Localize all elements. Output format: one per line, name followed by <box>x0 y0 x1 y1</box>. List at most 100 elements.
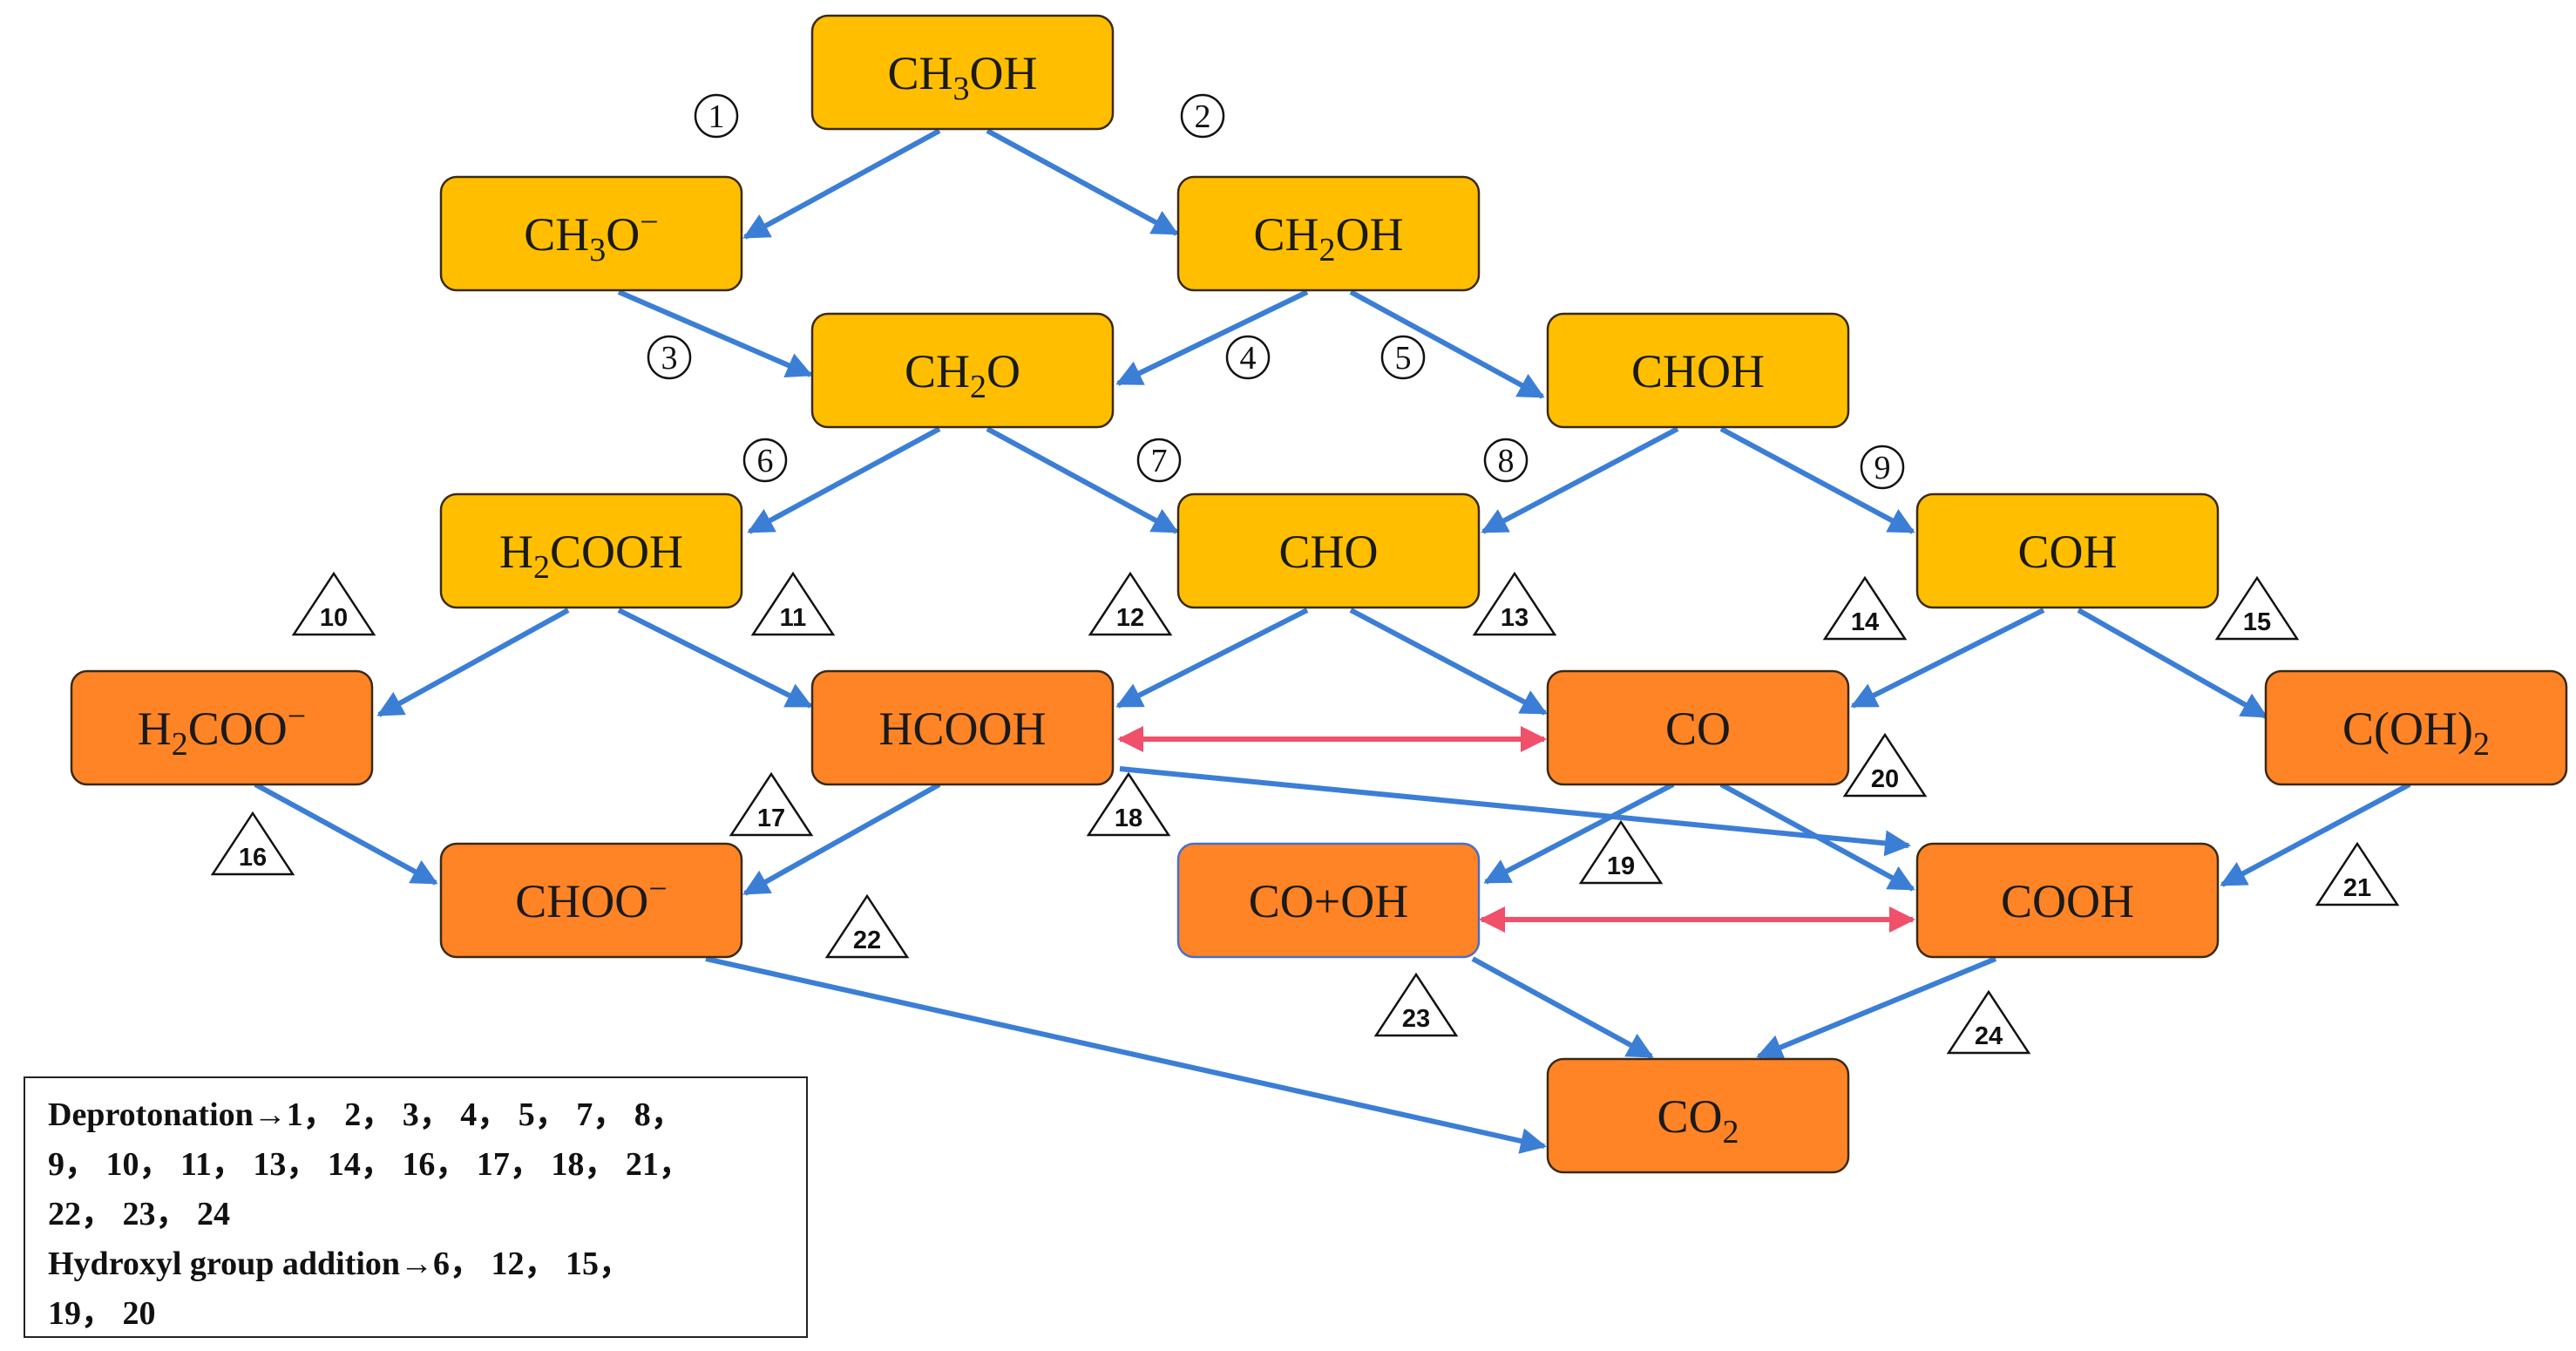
node-choo: CHOO− <box>439 842 743 959</box>
step-triangle-19: 19 <box>1578 819 1664 885</box>
arrow-4 <box>1115 289 1309 386</box>
node-co2: CO2 <box>1546 1057 1850 1174</box>
legend-line-3: 22， 23， 24 <box>48 1196 231 1232</box>
arrow-11 <box>617 608 813 709</box>
step-circle-label: 7 <box>1151 443 1168 479</box>
step-circle-9: 9 <box>1860 445 1905 490</box>
step-circle-label: 5 <box>1395 340 1412 377</box>
node-label: C(OH)2 <box>2342 703 2490 763</box>
arrow-1 <box>742 128 941 240</box>
step-circle-1: 1 <box>694 93 739 139</box>
arrow-16 <box>254 782 438 886</box>
step-triangle-label: 17 <box>757 804 785 832</box>
node-h2cooh: H2COOH <box>439 492 743 609</box>
node-ch2oh: CH2OH <box>1176 175 1481 292</box>
step-triangle-22: 22 <box>824 893 910 959</box>
step-triangle-17: 17 <box>729 771 814 837</box>
arrow-19 <box>1483 782 1675 885</box>
node-ch2o: CH2O <box>810 312 1115 429</box>
node-label: CO2 <box>1657 1090 1739 1151</box>
step-triangle-14: 14 <box>1822 575 1908 641</box>
node-box <box>439 175 743 292</box>
step-circle-6: 6 <box>742 438 788 483</box>
legend-line-2: 9， 10， 11， 13， 14， 16， 17， 18， 21， <box>48 1146 692 1183</box>
arrow-14 <box>1850 608 2045 709</box>
node-ch3o: CH3O− <box>439 175 743 292</box>
step-circle-label: 4 <box>1240 340 1257 377</box>
arrows-layer <box>254 128 2411 1154</box>
arrow-3 <box>617 289 813 378</box>
step-triangle-label: 21 <box>2343 874 2371 902</box>
node-box <box>1915 842 2220 959</box>
arrow-9 <box>1719 426 1915 534</box>
arrow-20 <box>1719 782 1915 892</box>
node-box <box>70 669 374 786</box>
step-triangle-12: 12 <box>1088 571 1173 636</box>
node-label: CH3O− <box>524 204 658 268</box>
legend-box: Deprotonation→1， 2， 3， 4， 5， 7， 8， 9， 10… <box>24 1076 808 1338</box>
step-circle-2: 2 <box>1180 93 1225 139</box>
step-triangle-label: 16 <box>239 844 267 872</box>
arrow-17 <box>742 782 941 896</box>
node-choh: CHOH <box>1546 312 1850 429</box>
step-triangle-label: 19 <box>1607 852 1635 880</box>
node-box <box>439 842 743 959</box>
node-h2coo: H2COO− <box>70 669 374 786</box>
arrow-23 <box>1471 956 1654 1059</box>
node-label: CHOH <box>1631 345 1765 397</box>
node-label: HCOOH <box>878 703 1046 755</box>
step-circle-label: 6 <box>757 443 774 479</box>
node-co: CO <box>1546 669 1850 786</box>
step-triangle-13: 13 <box>1472 571 1557 636</box>
step-triangle-label: 23 <box>1402 1005 1430 1033</box>
step-circle-label: 3 <box>661 340 678 377</box>
arrow-6 <box>747 426 941 534</box>
node-label: CHOO− <box>515 871 667 927</box>
node-ch3oh: CH3OH <box>810 14 1115 131</box>
node-box <box>1176 492 1481 609</box>
step-triangle-label: 12 <box>1116 604 1144 632</box>
legend-line-1: Deprotonation→1， 2， 3， 4， 5， 7， 8， <box>48 1096 684 1133</box>
node-c-oh-2: C(OH)2 <box>2264 669 2568 786</box>
node-label: CH2O <box>905 345 1020 405</box>
arrow-7 <box>986 426 1179 534</box>
node-box <box>2264 669 2568 786</box>
step-triangle-label: 15 <box>2243 608 2271 636</box>
arrow-5 <box>1349 289 1545 399</box>
legend-line-5: 19， 20 <box>48 1295 156 1332</box>
step-triangle-10: 10 <box>291 571 376 636</box>
step-triangle-label: 11 <box>780 604 807 632</box>
step-circle-5: 5 <box>1380 335 1426 380</box>
node-label: H2COO− <box>138 698 306 763</box>
node-box <box>1546 1057 1850 1174</box>
node-label: CH2OH <box>1253 208 1403 268</box>
step-circle-3: 3 <box>647 335 692 380</box>
step-triangle-11: 11 <box>750 571 836 636</box>
step-circle-label: 1 <box>708 98 725 135</box>
node-label: COOH <box>2001 875 2134 927</box>
node-cho: CHO <box>1176 492 1481 609</box>
node-label: CHO <box>1278 526 1378 578</box>
node-box <box>810 669 1115 786</box>
node-box <box>810 14 1115 131</box>
arrow-2 <box>986 128 1179 236</box>
step-triangle-label: 24 <box>1975 1022 2003 1050</box>
arrow-10 <box>376 608 570 717</box>
arrow-12 <box>1115 608 1309 709</box>
arrow-24 <box>1756 956 1997 1060</box>
node-box <box>439 492 743 609</box>
legend-line-4: Hydroxyl group addition→6， 12， 15， <box>48 1246 633 1282</box>
step-triangle-label: 18 <box>1115 804 1142 832</box>
node-box <box>1176 842 1481 959</box>
arrow-8 <box>1481 426 1679 534</box>
step-triangle-23: 23 <box>1373 972 1459 1037</box>
step-circle-4: 4 <box>1225 335 1271 380</box>
step-circle-7: 7 <box>1136 438 1182 483</box>
step-triangle-24: 24 <box>1946 989 2031 1055</box>
node-label: CH3OH <box>887 47 1037 107</box>
node-box <box>1546 312 1850 429</box>
step-triangle-18: 18 <box>1086 771 1171 837</box>
